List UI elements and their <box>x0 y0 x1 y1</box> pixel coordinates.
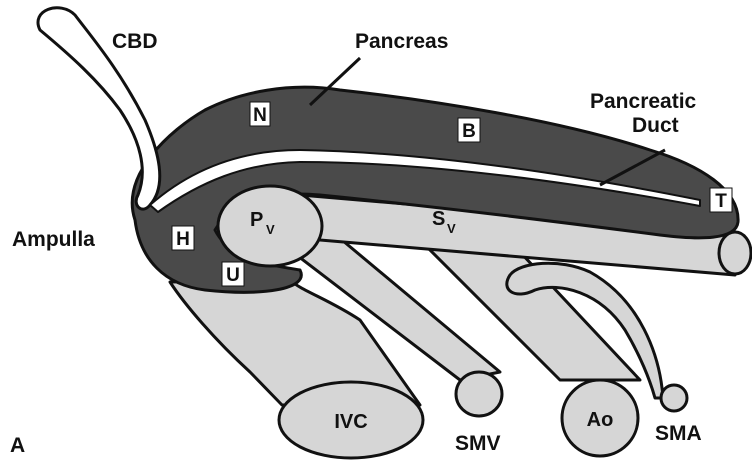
svg-text:N: N <box>253 105 267 126</box>
svg-text:U: U <box>226 265 240 286</box>
pancreatic-duct-label-line2: Duct <box>632 114 679 137</box>
label-box-uncinate: U <box>222 262 244 286</box>
smv-cross-section <box>456 372 502 416</box>
label-box-neck: N <box>250 102 270 126</box>
pancreatic-duct-label-line1: Pancreatic <box>590 90 697 113</box>
splenic-vein-subscript: V <box>447 221 456 236</box>
label-box-tail: T <box>710 188 732 212</box>
svg-text:H: H <box>176 229 190 250</box>
ivc-label: IVC <box>334 411 367 433</box>
figure-letter: A <box>10 434 25 457</box>
label-box-head: H <box>172 226 194 250</box>
svg-text:B: B <box>462 121 476 142</box>
splenic-vein-end <box>719 232 751 274</box>
splenic-vein-label: S <box>432 208 445 230</box>
smv-label: SMV <box>455 432 501 455</box>
label-box-body: B <box>458 118 480 142</box>
portal-vein-subscript: V <box>266 222 275 237</box>
svg-text:T: T <box>715 191 727 212</box>
cbd-label: CBD <box>112 30 158 53</box>
ampulla-label: Ampulla <box>12 228 95 251</box>
sma-cross-section <box>661 385 687 411</box>
portal-vein-label: P <box>250 209 263 231</box>
pancreas-label: Pancreas <box>355 30 448 53</box>
sma-label: SMA <box>655 422 702 445</box>
aorta-label: Ao <box>587 409 614 431</box>
